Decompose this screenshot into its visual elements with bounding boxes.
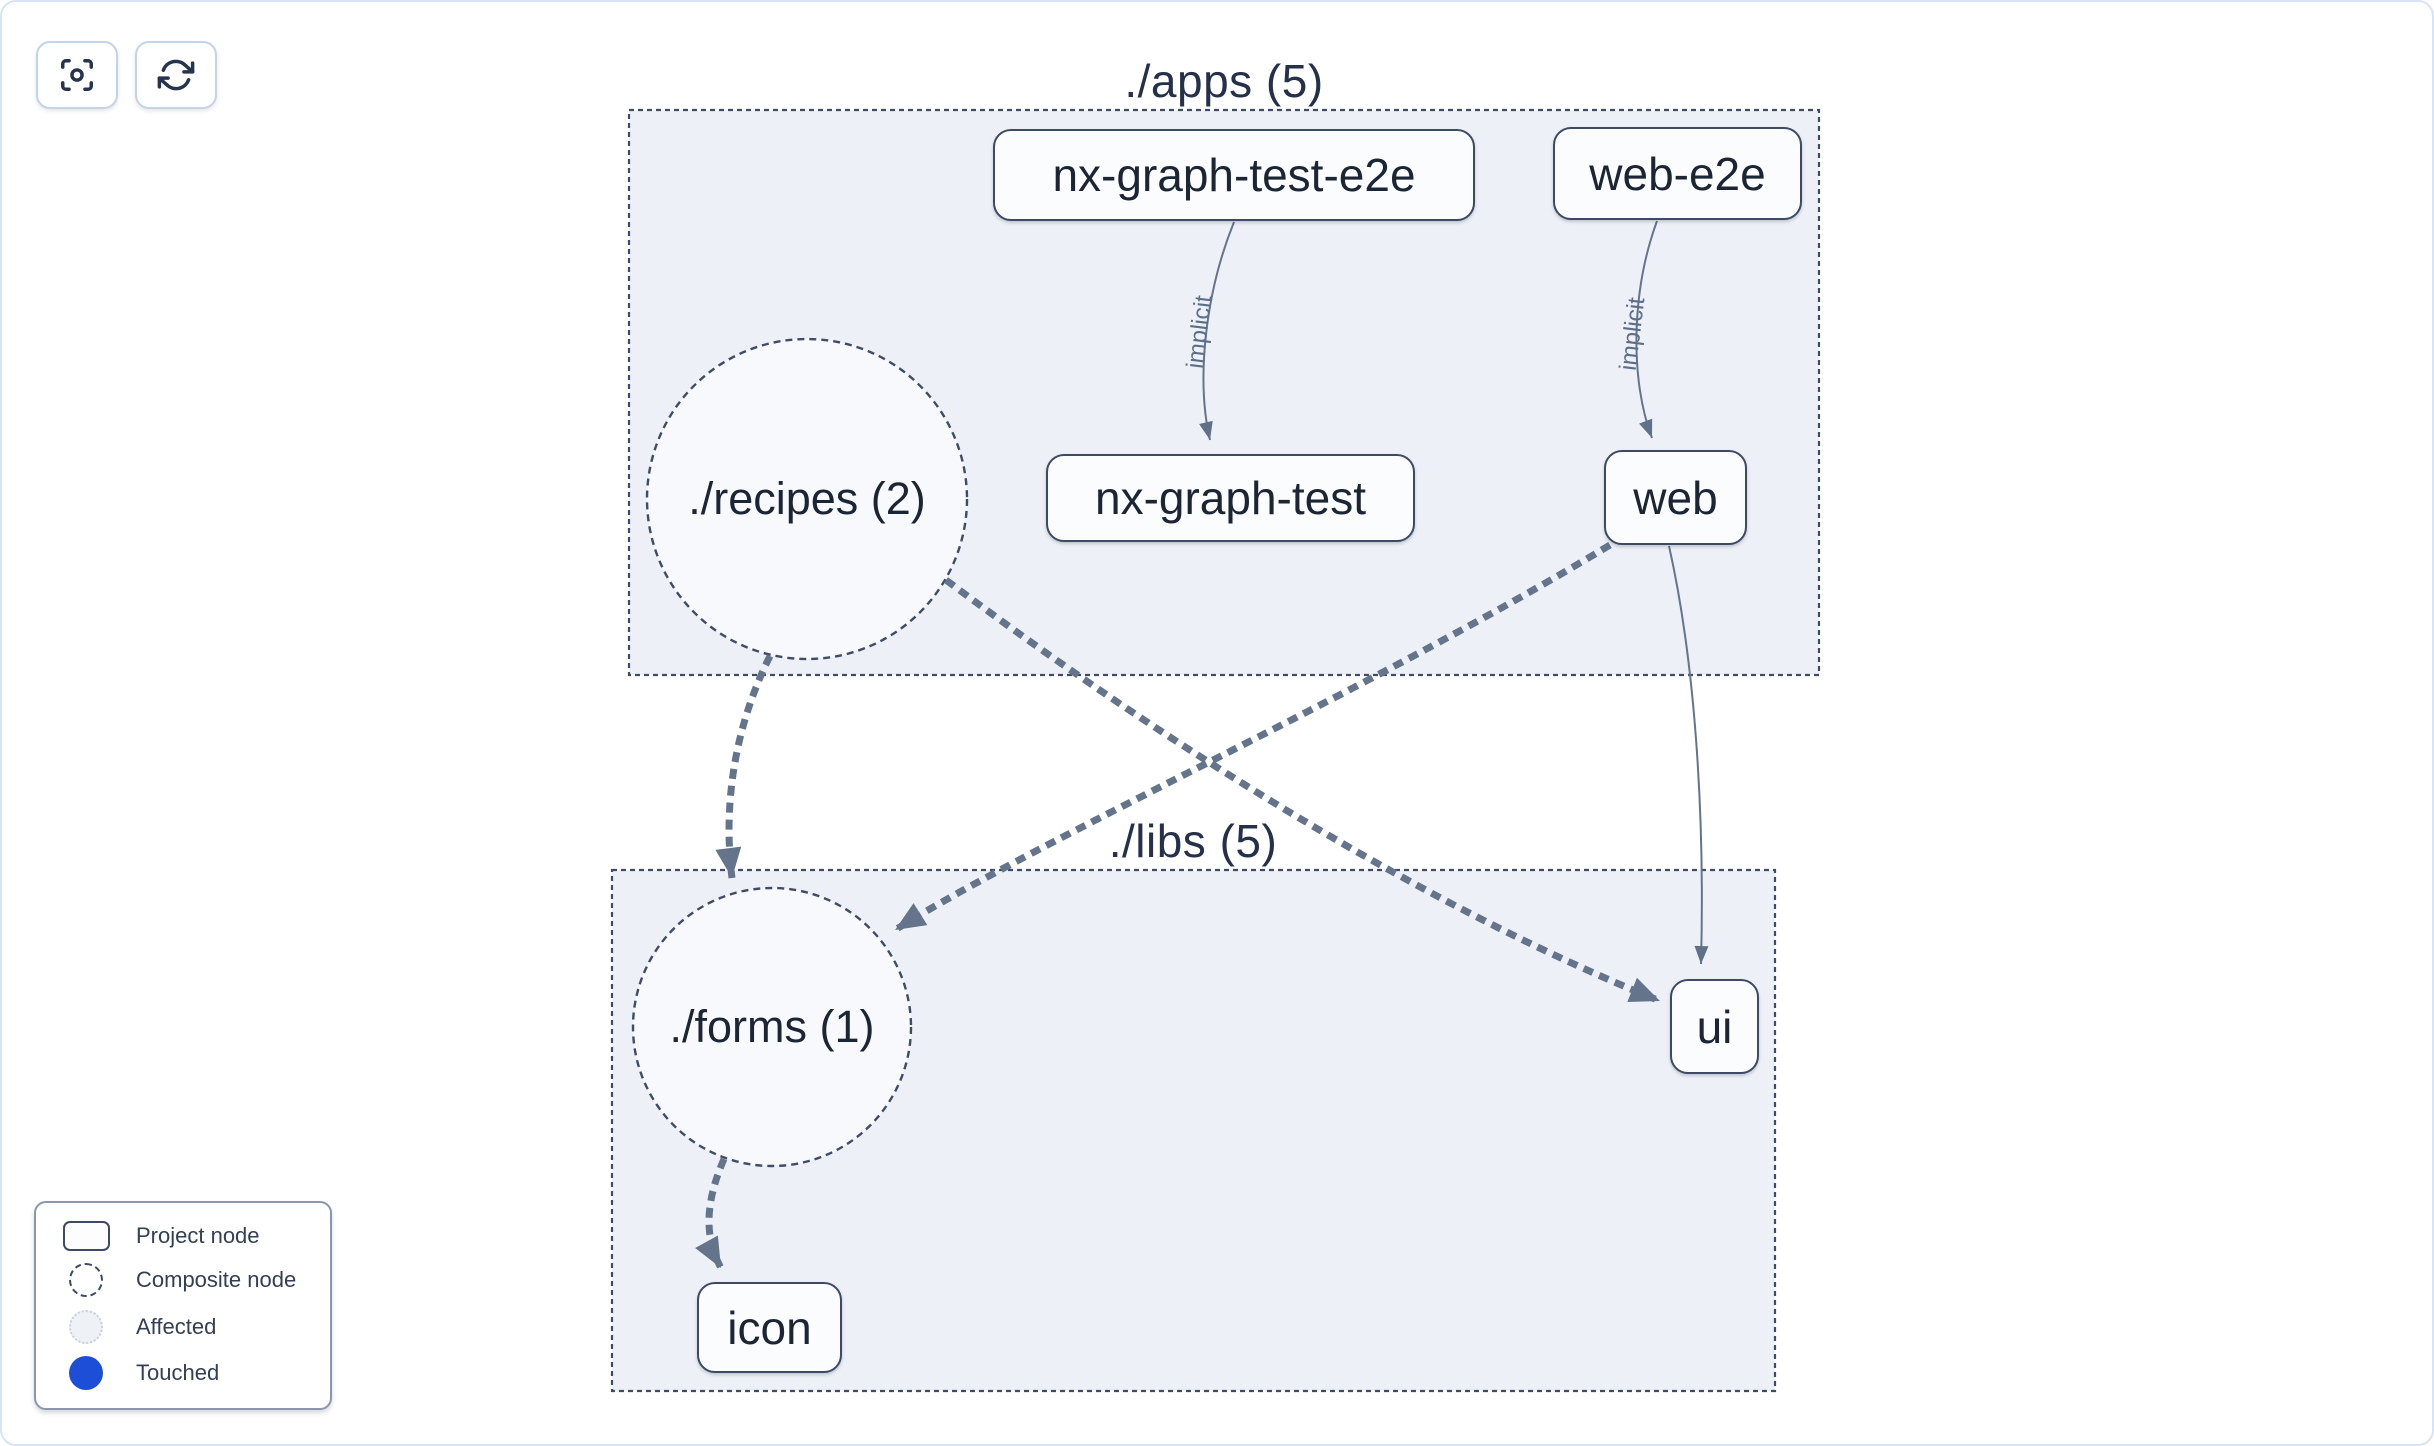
composite-node-forms[interactable]: ./forms (1) xyxy=(669,1001,875,1052)
edge-web-e2e-to-web xyxy=(1635,220,1658,439)
project-node-ui[interactable]: ui xyxy=(1670,979,1759,1074)
project-node-nx-graph-test-e2e[interactable]: nx-graph-test-e2e xyxy=(993,129,1475,221)
affected-icon xyxy=(36,1309,136,1344)
edge-web-to-ui xyxy=(1668,545,1709,965)
apps-group-title: ./apps (5) xyxy=(1124,55,1324,107)
legend-item-affected: Affected xyxy=(36,1309,330,1344)
edge-nx-graph-test-e2e-to-nx-graph-test xyxy=(1199,221,1235,441)
legend-label: Touched xyxy=(136,1359,220,1385)
legend-item-touched: Touched xyxy=(36,1355,330,1390)
libs-group-title: ./libs (5) xyxy=(1108,815,1278,867)
legend-label: Project node xyxy=(136,1223,260,1249)
project-node-nx-graph-test[interactable]: nx-graph-test xyxy=(1046,454,1415,542)
refresh-button[interactable] xyxy=(135,41,217,109)
legend-item-composite-node: Composite node xyxy=(36,1263,330,1298)
recipes-composite-circle[interactable] xyxy=(645,337,969,661)
legend-label: Composite node xyxy=(136,1267,297,1293)
composite-node-icon xyxy=(36,1263,136,1298)
project-node-icon[interactable]: icon xyxy=(697,1282,842,1373)
legend-label: Affected xyxy=(136,1313,217,1339)
forms-composite-circle[interactable] xyxy=(631,886,913,1168)
legend-item-project-node: Project node xyxy=(36,1221,330,1252)
composite-node-recipes[interactable]: ./recipes (2) xyxy=(688,473,926,524)
edge-recipes-to-ui xyxy=(943,577,1662,1005)
project-node-icon xyxy=(36,1221,136,1252)
touched-icon xyxy=(36,1355,136,1390)
edge-forms-to-icon xyxy=(695,1157,728,1270)
project-node-web-e2e[interactable]: web-e2e xyxy=(1553,127,1802,220)
focus-icon xyxy=(58,56,96,94)
focus-reset-button[interactable] xyxy=(36,41,118,109)
refresh-icon xyxy=(157,56,195,94)
edge-web-to-forms xyxy=(893,542,1612,933)
project-node-web[interactable]: web xyxy=(1604,450,1747,545)
legend-panel: Project node Composite node Affected Tou… xyxy=(34,1201,332,1410)
edge-recipes-to-forms xyxy=(715,654,774,879)
